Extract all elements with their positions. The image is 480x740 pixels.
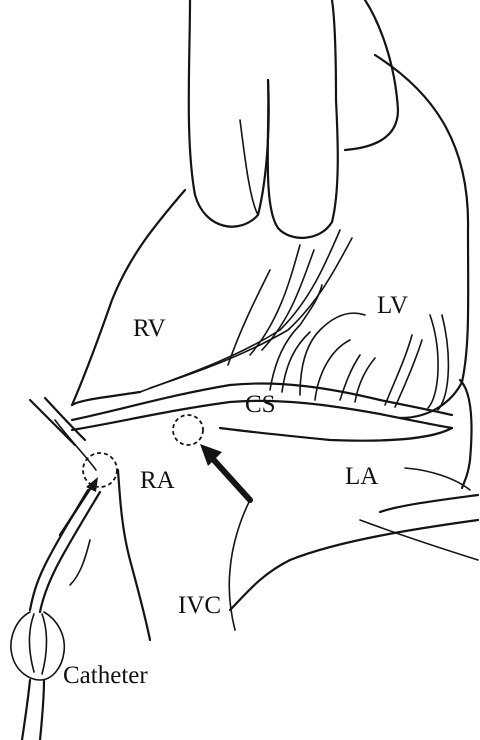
- label-rv: RV: [133, 315, 166, 342]
- ostium-target-circle-ra: [83, 453, 117, 487]
- arrow-to-cs-ostium: [200, 444, 250, 500]
- label-la: LA: [345, 463, 378, 490]
- catheter-body: [11, 490, 100, 740]
- atria-outline: [70, 428, 478, 640]
- label-lv: LV: [377, 292, 408, 319]
- hand-drawing: [189, 0, 398, 238]
- label-ivc: IVC: [178, 592, 221, 619]
- label-cs: CS: [245, 391, 276, 418]
- label-ra: RA: [140, 467, 175, 494]
- rv-outline: [72, 190, 185, 405]
- ostium-target-circle-cs: [173, 415, 203, 445]
- label-catheter: Catheter: [63, 662, 148, 689]
